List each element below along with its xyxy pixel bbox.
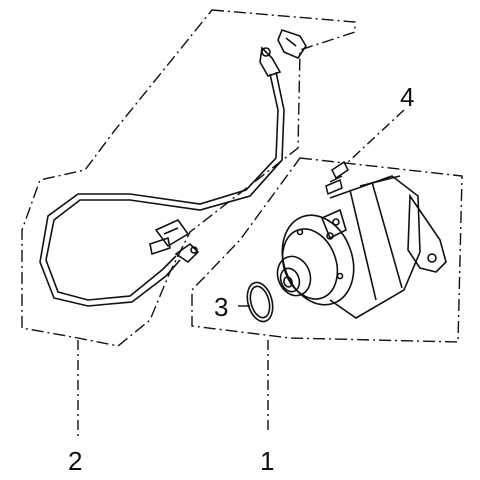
starter-group-boundary	[191, 157, 463, 343]
terminal-nut	[325, 160, 349, 196]
cable-group-boundary	[21, 9, 356, 347]
leader-lines	[77, 109, 405, 436]
callout-2: 2	[68, 446, 82, 476]
callout-1: 1	[260, 446, 274, 476]
starter-motor	[276, 175, 447, 319]
callout-4: 4	[400, 82, 414, 112]
o-ring	[246, 281, 274, 323]
starter-cable	[39, 29, 307, 307]
callout-3: 3	[214, 292, 228, 322]
